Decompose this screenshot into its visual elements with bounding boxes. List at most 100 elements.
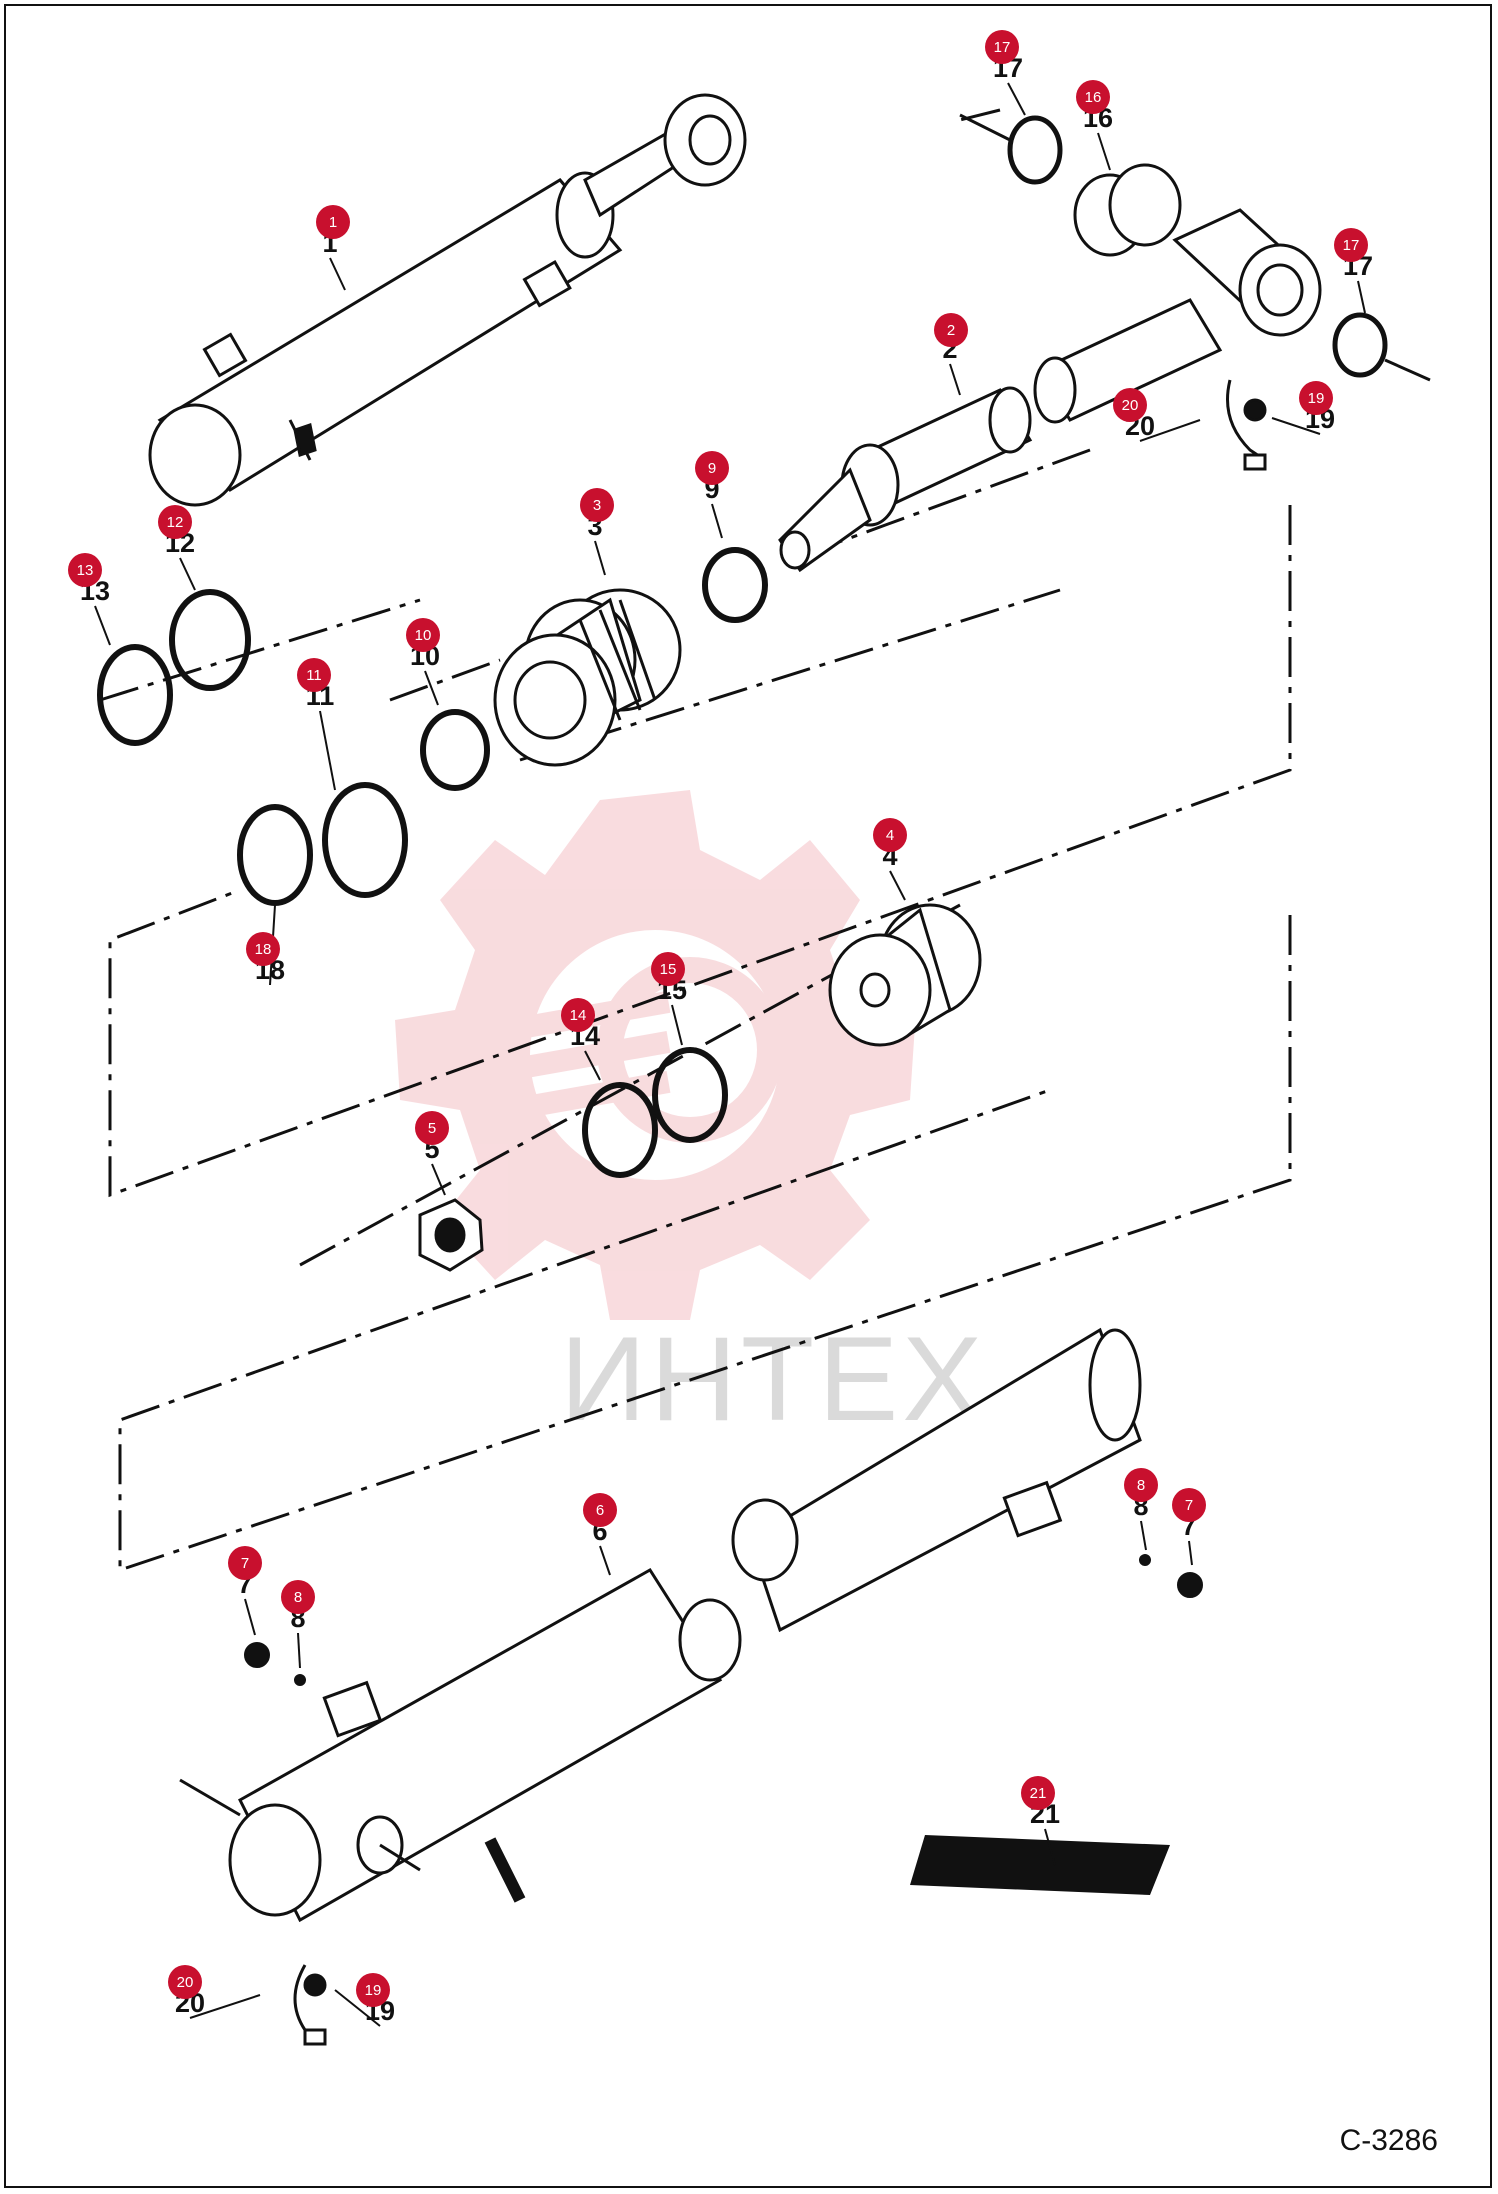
leader-line xyxy=(189,1994,261,2019)
callout-marker-number: 3 xyxy=(593,497,601,514)
callout-marker[interactable] xyxy=(583,1493,617,1527)
callout-marker-number: 6 xyxy=(596,1502,604,1519)
leader-line xyxy=(334,1989,381,2027)
callout-marker-number: 15 xyxy=(660,961,677,978)
fittings-7-8 xyxy=(244,1554,1203,1686)
callout-marker[interactable] xyxy=(580,488,614,522)
leader-line xyxy=(94,605,111,646)
callout-2: 22 xyxy=(934,313,968,396)
callout-marker[interactable] xyxy=(246,932,280,966)
callout-marker-number: 17 xyxy=(1343,237,1360,254)
callout-marker-number: 21 xyxy=(1030,1785,1047,1802)
leader-line xyxy=(1139,419,1201,442)
callout-marker[interactable] xyxy=(415,1111,449,1145)
part-18-backup-ring xyxy=(237,804,313,906)
callout-marker[interactable] xyxy=(316,205,350,239)
leader-line xyxy=(671,1004,683,1046)
callout-marker[interactable] xyxy=(406,618,440,652)
callout-marker[interactable] xyxy=(1076,80,1110,114)
leader-line xyxy=(1271,417,1321,435)
callout-marker-number: 8 xyxy=(294,1589,302,1606)
callout-marker-number: 4 xyxy=(886,827,894,844)
part-2-piston-rod xyxy=(778,298,1223,573)
callout-marker-number: 19 xyxy=(365,1982,382,1999)
leader-line xyxy=(297,1632,301,1669)
callout-marker[interactable] xyxy=(1021,1776,1055,1810)
callout-marker[interactable] xyxy=(228,1546,262,1580)
callout-3: 33 xyxy=(580,488,614,576)
callout-marker[interactable] xyxy=(281,1580,315,1614)
part-12-wiper xyxy=(169,589,251,691)
callout-marker-number: 14 xyxy=(570,1007,587,1024)
callout-7: 77 xyxy=(1172,1488,1206,1566)
callout-marker[interactable] xyxy=(1124,1468,1158,1502)
callout-8: 88 xyxy=(1124,1468,1158,1551)
part-6-cylinder-tube xyxy=(179,1327,1142,1923)
callout-marker[interactable] xyxy=(934,313,968,347)
leader-line xyxy=(1044,1828,1056,1866)
callout-marker[interactable] xyxy=(1299,381,1333,415)
part-3-rod-guide xyxy=(493,588,682,767)
callout-marker[interactable] xyxy=(985,30,1019,64)
leader-line xyxy=(711,503,723,539)
leader-line xyxy=(889,870,906,901)
callout-marker[interactable] xyxy=(1334,228,1368,262)
callout-marker[interactable] xyxy=(873,818,907,852)
leader-line xyxy=(1140,1520,1147,1551)
leader-line xyxy=(1097,132,1111,171)
callout-marker[interactable] xyxy=(561,998,595,1032)
callout-marker[interactable] xyxy=(297,658,331,692)
leader-line xyxy=(599,1545,611,1576)
callout-5: 55 xyxy=(415,1111,449,1196)
seal-rings xyxy=(97,547,768,1178)
callout-marker[interactable] xyxy=(695,451,729,485)
part-21-seal-kit xyxy=(910,1835,1170,1895)
part-5-nut xyxy=(418,1198,484,1272)
part-11-o-ring xyxy=(322,782,408,898)
callout-marker[interactable] xyxy=(68,553,102,587)
callout-marker-number: 18 xyxy=(255,941,272,958)
part-15-piston-seal xyxy=(652,1047,728,1143)
callout-marker[interactable] xyxy=(356,1973,390,2007)
callout-marker-number: 17 xyxy=(994,39,1011,56)
leader-line xyxy=(431,1163,446,1196)
part-7-plug-right xyxy=(1177,1572,1203,1598)
callout-9: 99 xyxy=(695,451,729,539)
leader-line xyxy=(1007,82,1026,116)
callout-marker[interactable] xyxy=(1172,1488,1206,1522)
part-14-wear-ring xyxy=(582,1082,658,1178)
leader-line xyxy=(329,257,346,291)
part-1-cylinder-barrel xyxy=(148,93,747,507)
part-9-bushing xyxy=(702,547,768,623)
leader-line xyxy=(1357,280,1366,314)
part-10-seal xyxy=(420,709,490,791)
watermark-text: ИНТЕХ xyxy=(560,1312,986,1446)
part-7-plug-left xyxy=(244,1642,270,1668)
callout-marker[interactable] xyxy=(158,505,192,539)
rod-eye-assembly xyxy=(959,113,1431,382)
callout-marker[interactable] xyxy=(168,1965,202,1999)
callout-7: 77 xyxy=(228,1546,262,1636)
callout-marker-number: 16 xyxy=(1085,89,1102,106)
callout-1: 11 xyxy=(316,205,350,291)
callout-marker[interactable] xyxy=(1113,388,1147,422)
callout-marker[interactable] xyxy=(651,952,685,986)
callout-8: 88 xyxy=(281,1580,315,1669)
leader-line xyxy=(319,710,336,791)
callout-marker-number: 2 xyxy=(947,322,955,339)
diagram-frame xyxy=(4,4,1492,2188)
callout-marker-number: 5 xyxy=(428,1120,436,1137)
callout-marker-number: 8 xyxy=(1137,1477,1145,1494)
part-4-piston xyxy=(828,903,982,1047)
